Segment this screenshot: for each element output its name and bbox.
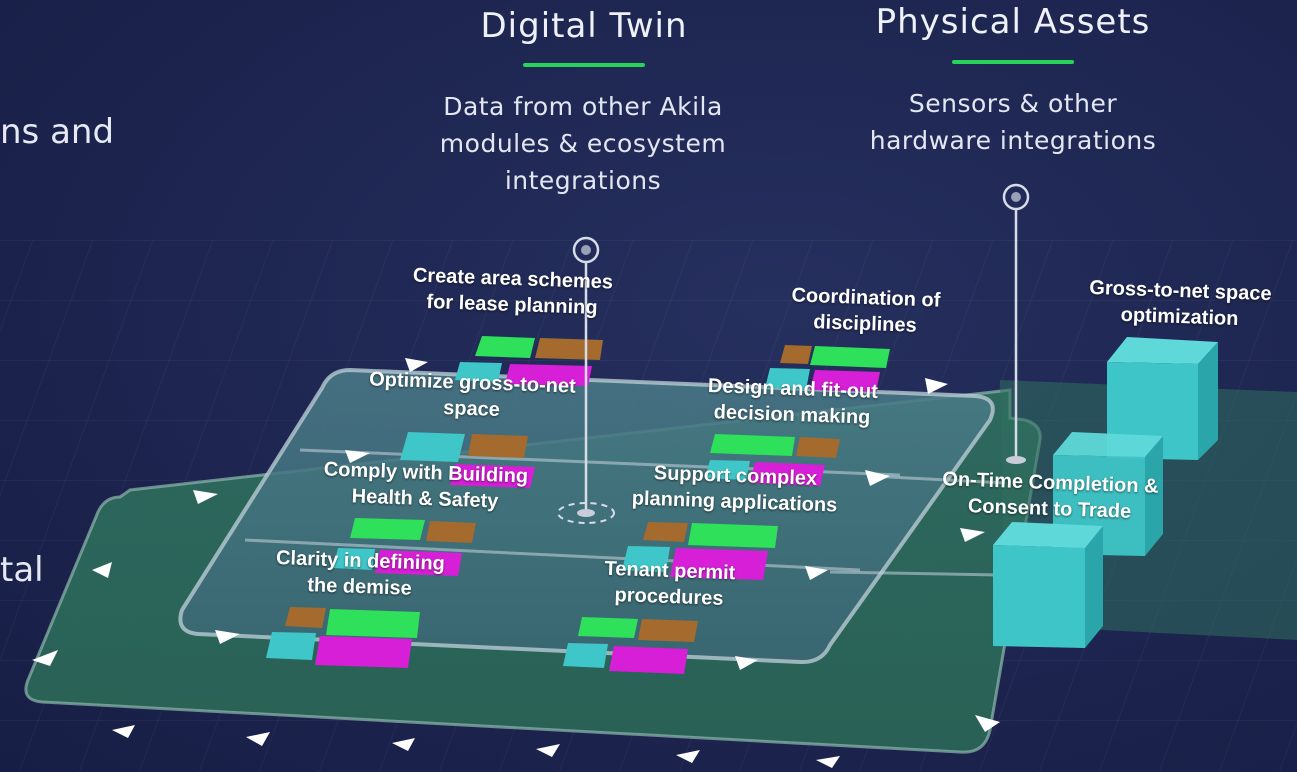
digital-twin-underline: [523, 63, 645, 67]
arrow-icon: [975, 715, 1000, 732]
physical-assets-pin: [1002, 183, 1030, 464]
arrow-icon: [246, 732, 270, 746]
arrow-icon: [215, 630, 240, 644]
physical-assets-subtitle-line-2: hardware integrations: [869, 126, 1157, 155]
arrow-icon: [676, 750, 700, 763]
block-cluster-5: [333, 518, 476, 576]
digital-twin-subtitle-line-2: modules & ecosystem: [439, 129, 727, 158]
arrow-icon: [405, 358, 428, 372]
label-tenant-permit: Tenant permit procedures: [581, 555, 758, 613]
label-design-fitout: Design and fit-out decision making: [684, 372, 901, 431]
arrow-icon: [805, 566, 828, 580]
block-cluster-8: [563, 617, 698, 674]
arrow-icon: [735, 656, 758, 670]
label-optimize-gross-to-net: Optimize gross-to-net space: [341, 365, 603, 426]
block-cluster-4: [705, 434, 840, 486]
arrow-icon: [112, 725, 135, 738]
arrow-icon: [392, 738, 415, 751]
arrow-icon: [865, 470, 890, 486]
physical-assets-subtitle-line-1: Sensors & other: [908, 89, 1118, 118]
label-area-schemes: Create area schemes for lease planning: [394, 262, 631, 322]
arrow-icon: [92, 562, 112, 578]
arrow-icon: [345, 450, 370, 463]
cube-bottom: [993, 522, 1103, 648]
label-coordination: Coordination of disciplines: [767, 282, 964, 341]
physical-assets-subtitle: Sensors & other hardware integrations: [843, 85, 1183, 159]
arrow-icon: [816, 756, 840, 768]
block-cluster-6: [622, 522, 778, 580]
digital-twin-subtitle: Data from other Akila modules & ecosyste…: [410, 88, 756, 199]
label-comply-health-safety: Comply with Building Health & Safety: [297, 456, 554, 517]
block-cluster-3: [400, 432, 535, 488]
digital-twin-subtitle-line-3: integrations: [504, 166, 662, 195]
arrow-icon: [960, 528, 985, 542]
digital-twin-title: Digital Twin: [480, 6, 688, 46]
physical-assets-underline: [952, 60, 1074, 64]
label-clarity-demise: Clarity in defining the demise: [254, 544, 466, 603]
block-cluster-7: [266, 607, 420, 668]
arrow-icon: [536, 744, 560, 757]
arrow-icon: [32, 650, 58, 666]
physical-assets-title: Physical Assets: [875, 2, 1151, 42]
flow-arrows: [32, 358, 1000, 768]
digital-twin-subtitle-line-1: Data from other Akila: [443, 92, 723, 121]
block-cluster-2: [765, 345, 890, 392]
left-edge-text-top: ns and: [0, 112, 115, 152]
cube-middle: [1053, 432, 1163, 556]
label-on-time-completion: On-Time Completion & Consent to Trade: [919, 465, 1181, 526]
label-gross-to-net-optimization: Gross-to-net space optimization: [1069, 274, 1291, 334]
digital-twin-pin: [557, 236, 615, 524]
arrow-icon: [193, 490, 218, 504]
arrow-icon: [925, 378, 948, 394]
label-support-planning: Support complex planning applications: [609, 459, 861, 520]
